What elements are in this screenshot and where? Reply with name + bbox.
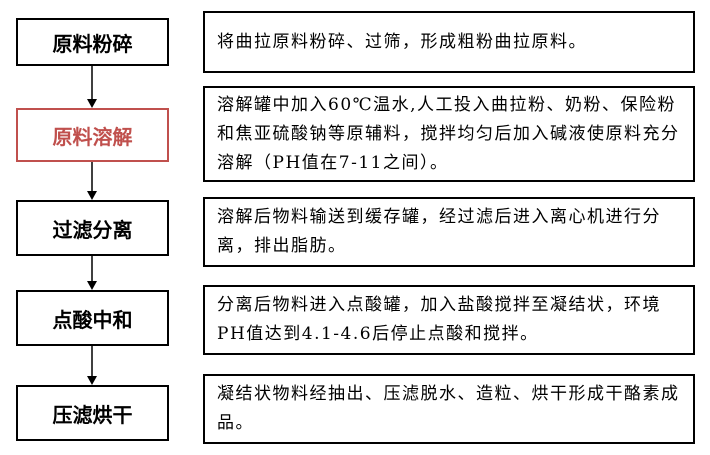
step-box-grinding: 原料粉碎 <box>16 18 169 66</box>
step-description-text: 溶解后物料输送到缓存罐，经过滤后进入离心机进行分离，排出脂肪。 <box>217 207 661 256</box>
arrow-4-to-5 <box>87 346 97 385</box>
step-description-text: 溶解罐中加入60℃温水,人工投入曲拉粉、奶粉、保险粉和焦亚硫酸钠等原辅料，搅拌均… <box>217 94 680 173</box>
step-box-acid-neutralization: 点酸中和 <box>16 290 169 346</box>
step-description-dissolving: 溶解罐中加入60℃温水,人工投入曲拉粉、奶粉、保险粉和焦亚硫酸钠等原辅料，搅拌均… <box>203 86 695 182</box>
step-box-press-drying: 压滤烘干 <box>16 385 169 441</box>
step-description-text: 分离后物料进入点酸罐，加入盐酸搅拌至凝结状，环境PH值达到4.1-4.6后停止点… <box>217 295 661 344</box>
arrow-2-to-3 <box>87 162 97 200</box>
step-box-filtering: 过滤分离 <box>16 200 169 256</box>
step-description-press-drying: 凝结状物料经抽出、压滤脱水、造粒、烘干形成干酪素成品。 <box>203 374 695 444</box>
step-box-dissolving: 原料溶解 <box>16 108 169 162</box>
step-description-acid-neutralization: 分离后物料进入点酸罐，加入盐酸搅拌至凝结状，环境PH值达到4.1-4.6后停止点… <box>203 285 695 355</box>
step-description-text: 凝结状物料经抽出、压滤脱水、造粒、烘干形成干酪素成品。 <box>217 384 680 433</box>
step-description-text: 将曲拉原料粉碎、过筛，形成粗粉曲拉原料。 <box>217 31 587 52</box>
step-description-filtering: 溶解后物料输送到缓存罐，经过滤后进入离心机进行分离，排出脂肪。 <box>203 197 695 267</box>
arrow-3-to-4 <box>87 256 97 290</box>
step-description-grinding: 将曲拉原料粉碎、过筛，形成粗粉曲拉原料。 <box>203 11 695 73</box>
arrow-1-to-2 <box>87 66 97 108</box>
